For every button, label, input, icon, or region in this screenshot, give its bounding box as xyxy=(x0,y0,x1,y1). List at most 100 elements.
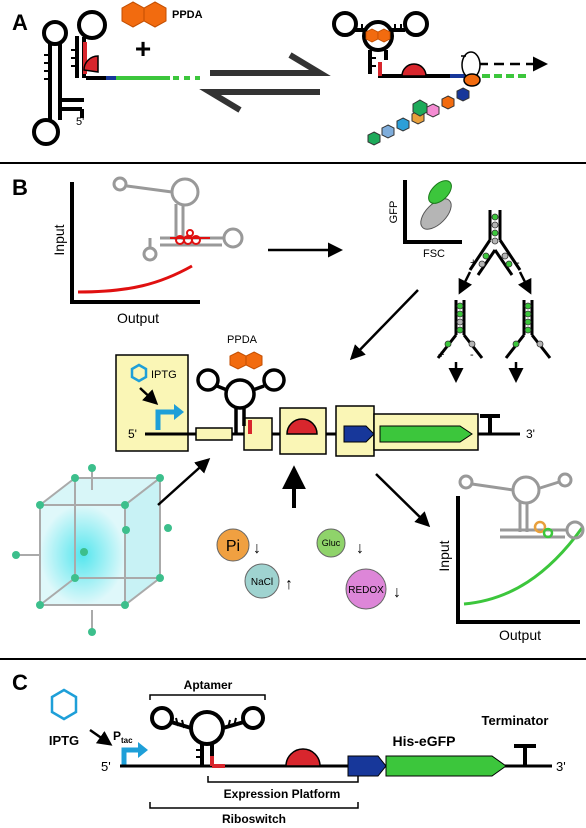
iptg-icon xyxy=(130,363,148,383)
facs-xlabel: FSC xyxy=(423,248,445,260)
facs-population-grey xyxy=(420,198,452,230)
facs-ylabel: GFP xyxy=(388,201,400,224)
flow-arrow xyxy=(349,289,419,361)
promoter-arrowhead xyxy=(174,404,184,420)
factor-pi-circle xyxy=(216,528,250,562)
riboswitch-variant-grey xyxy=(112,176,244,262)
aptamer-bracket xyxy=(149,694,266,700)
flow-arrow xyxy=(375,473,431,528)
panel-b: B Input Output xyxy=(12,175,585,643)
inducer-label: IPTG xyxy=(151,369,177,381)
iptg-icon xyxy=(50,688,78,721)
ppda-molecule-icon xyxy=(229,351,263,370)
riboswitch-label: Riboswitch xyxy=(222,812,286,826)
factor-redox-arrow: ↓ xyxy=(393,584,401,601)
response-curve-green xyxy=(463,527,584,606)
factor-nacl-label: NaCl xyxy=(251,577,273,588)
chart-axes xyxy=(70,182,200,304)
expression-platform-bracket xyxy=(207,776,359,783)
aptamer-structure xyxy=(196,368,286,434)
egfp-block xyxy=(379,425,473,443)
mutation-loop-green xyxy=(542,527,554,539)
riboswitch-bracket xyxy=(149,802,359,809)
sort-sign-minus: - xyxy=(516,257,520,269)
factor-nacl-arrow: ↑ xyxy=(285,576,293,593)
chart-ylabel: Input xyxy=(51,224,67,255)
sort-arrow-right xyxy=(517,271,532,295)
egfp-block xyxy=(385,755,507,777)
factor-gluc-circle xyxy=(316,528,346,558)
cell-sorter-round2-cells xyxy=(444,302,544,348)
chart-input-output-2: Input Output xyxy=(436,496,584,643)
flow-arrow xyxy=(157,457,211,506)
facs-axes xyxy=(403,180,462,244)
chart-xlabel: Output xyxy=(117,310,159,326)
panel-c-letter: C xyxy=(12,670,28,695)
riboswitch-on-state xyxy=(332,11,450,78)
mutation-loops-red xyxy=(170,229,210,245)
factor-redox-circle xyxy=(345,568,387,610)
panel-a-letter: A xyxy=(12,10,28,35)
aptamer-label: Aptamer xyxy=(184,678,233,692)
terminator-icon xyxy=(514,744,536,766)
aptamer-structure xyxy=(150,706,265,766)
promoter-label: Ptac xyxy=(113,729,133,745)
chart-input-output-1: Input Output xyxy=(51,182,200,326)
sort-sign-plus: + xyxy=(470,257,476,269)
ribosome-binding-site xyxy=(286,418,318,435)
five-prime-label: 5' xyxy=(76,116,84,128)
factor-pi-label: Pi xyxy=(226,538,240,555)
induction-arrow xyxy=(89,728,113,746)
factor-pi: Pi ↓ xyxy=(216,528,261,562)
promoter-arrow xyxy=(155,409,176,430)
sort-sign-minus: - xyxy=(470,349,474,361)
ligand-label: PPDA xyxy=(227,334,258,346)
ribosome-binding-site-exposed xyxy=(401,63,427,77)
promoter-arrow xyxy=(121,747,140,766)
factor-gluc-label: Gluc xyxy=(322,538,341,548)
chart-xlabel: Output xyxy=(499,627,541,643)
five-prime-label: 5' xyxy=(101,759,111,774)
factor-nacl-circle xyxy=(244,563,280,599)
ppda-molecule-icon xyxy=(121,1,167,28)
terminator-label: Terminator xyxy=(482,713,549,728)
inducer-label: IPTG xyxy=(49,733,79,748)
panel-b-letter: B xyxy=(12,175,28,200)
plus-sign: + xyxy=(135,33,151,64)
promoter-label-main: P xyxy=(113,729,121,743)
factor-nacl: NaCl ↑ xyxy=(244,563,293,599)
environmental-factors: Pi ↓ Gluc ↓ NaCl ↑ REDOX ↓ xyxy=(216,528,401,610)
mutation-loop-orange xyxy=(533,520,547,534)
facs-plot: GFP FSC xyxy=(388,180,462,260)
his-tag-block xyxy=(343,425,375,443)
promoter-arrowhead xyxy=(138,742,148,758)
expression-platform-label: Expression Platform xyxy=(224,787,341,801)
reporter-label: His-eGFP xyxy=(392,733,455,749)
factor-redox-label: REDOX xyxy=(348,585,384,596)
terminator-icon xyxy=(480,414,500,434)
equilibrium-arrows xyxy=(199,52,331,113)
ribosome-icon xyxy=(461,51,481,87)
induction-arrow xyxy=(139,387,159,406)
factor-redox: REDOX ↓ xyxy=(345,568,401,610)
ribosome-binding-site xyxy=(285,748,321,767)
hydrogel-cube-icon xyxy=(12,464,172,636)
chart-ylabel: Input xyxy=(436,540,452,571)
panel-a: A 5' xyxy=(12,1,548,146)
five-prime-label: 5' xyxy=(128,427,137,441)
promoter-label-subscript: tac xyxy=(121,736,133,745)
three-prime-label: 3' xyxy=(556,759,566,774)
sort-arrow-left xyxy=(458,271,473,295)
sort-sign-plus: + xyxy=(438,349,444,361)
cell-sorter-cells xyxy=(478,213,513,268)
nascent-peptide-chain xyxy=(367,87,470,146)
riboswitch-variant-grey xyxy=(458,472,585,540)
factor-gluc: Gluc ↓ xyxy=(316,528,364,558)
ligand-label: PPDA xyxy=(172,9,203,21)
riboswitch-off-state xyxy=(32,10,107,146)
mutable-region-box xyxy=(195,427,233,441)
factor-gluc-arrow: ↓ xyxy=(356,540,364,557)
his-tag-block xyxy=(347,755,387,777)
panel-c: C IPTG Ptac 5' 3' Aptamer xyxy=(12,670,566,826)
response-curve-red xyxy=(77,264,193,294)
